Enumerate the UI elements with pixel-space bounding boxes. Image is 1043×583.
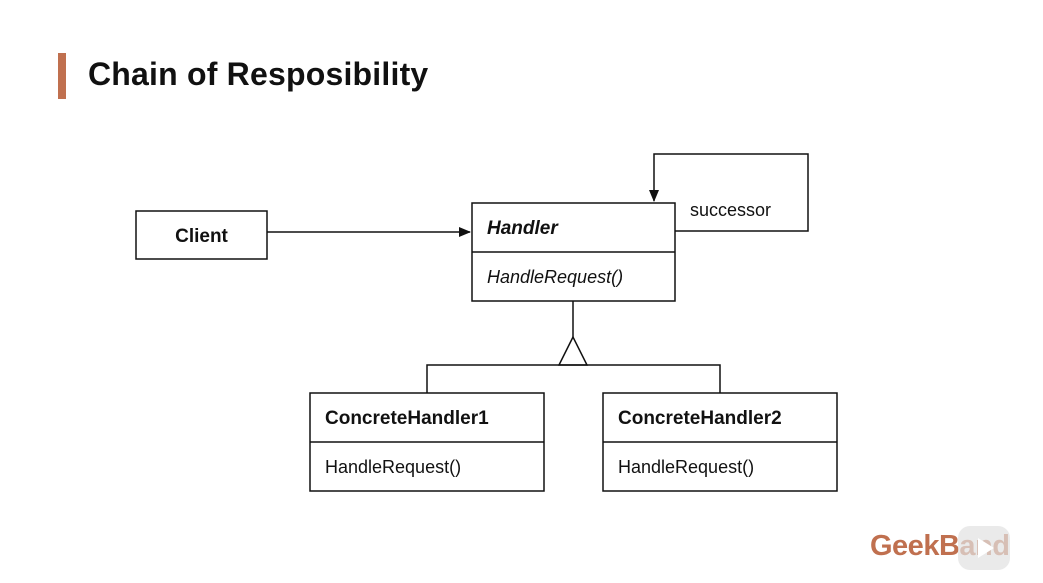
successor-association: [649, 153, 809, 232]
client-class: Client: [135, 210, 268, 260]
successor-label: successor: [690, 200, 771, 220]
generalization-branch: [426, 364, 721, 393]
concrete-handler-1-operation: HandleRequest(): [325, 457, 461, 477]
client-class-box: [135, 210, 268, 260]
concrete-handler-1-class: ConcreteHandler1 HandleRequest(): [309, 392, 545, 492]
client-class-name: Client: [175, 226, 228, 247]
generalization-triangle: [557, 335, 589, 366]
handler-class-name: Handler: [487, 218, 559, 239]
concrete-handler-1-name: ConcreteHandler1: [325, 408, 489, 429]
handler-class: Handler HandleRequest(): [471, 202, 676, 302]
play-icon: [958, 526, 1010, 570]
title-accent-bar: [58, 53, 66, 99]
concrete-handler-2-name: ConcreteHandler2: [618, 408, 782, 429]
play-triangle-icon: [978, 538, 994, 558]
generalization: [426, 301, 721, 393]
slide-title: Chain of Resposibility: [88, 56, 429, 92]
concrete-handler-2-operation: HandleRequest(): [618, 457, 754, 477]
geekband-logo: GeekBand: [870, 526, 1010, 570]
concrete-handler-2-class: ConcreteHandler2 HandleRequest(): [602, 392, 838, 492]
handler-operation: HandleRequest(): [487, 267, 623, 287]
